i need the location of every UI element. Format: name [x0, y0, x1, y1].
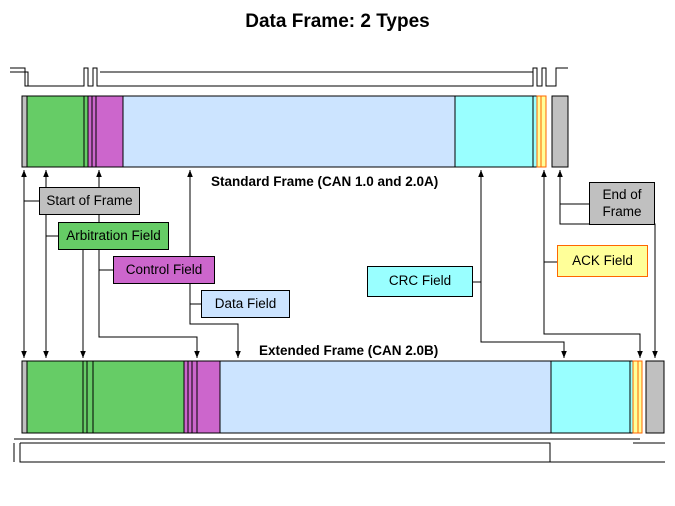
std-ack-slot-segment	[536, 95, 542, 168]
ext-srr-bit-segment	[82, 360, 88, 434]
standard-timing-outline	[10, 67, 568, 87]
ext-extended-id-segment	[92, 360, 185, 434]
ext-rtr-bit-segment	[183, 360, 189, 434]
control-field-label: Control Field	[113, 256, 215, 284]
ext-ide-bit-segment	[86, 360, 94, 434]
ext-data-segment	[219, 360, 552, 434]
std-rtr-bit-segment	[83, 95, 89, 168]
std-control-bit-1	[87, 95, 93, 168]
arbitration-field-label: Arbitration Field	[58, 222, 169, 250]
ext-crc-segment	[550, 360, 631, 434]
extended-timing-outline	[13, 438, 665, 463]
ext-end-of-frame-segment	[645, 360, 665, 434]
end-of-frame-label: End of Frame	[589, 182, 655, 225]
std-crc-segment	[454, 95, 534, 168]
ext-start-of-frame-segment	[21, 360, 28, 434]
ext-control-bit-2	[191, 360, 198, 434]
data-field-label: Data Field	[201, 290, 290, 318]
standard-frame-caption: Standard Frame (CAN 1.0 and 2.0A)	[211, 174, 439, 189]
std-end-of-frame-segment	[551, 95, 569, 168]
extended-frame-bar	[21, 360, 665, 434]
std-start-of-frame-segment	[21, 95, 28, 168]
std-ack-delimiter-segment	[540, 95, 547, 168]
ext-control-segment	[196, 360, 221, 434]
crc-field-label: CRC Field	[367, 266, 473, 297]
start-of-frame-label: Start of Frame	[39, 187, 140, 215]
ext-base-id-segment	[26, 360, 84, 434]
standard-frame-bar	[21, 95, 569, 168]
ack-field-label: ACK Field	[557, 245, 648, 277]
ext-control-bit-1	[187, 360, 193, 434]
page-title: Data Frame: 2 Types	[245, 11, 430, 32]
extended-frame-caption: Extended Frame (CAN 2.0B)	[259, 343, 439, 358]
std-control-segment	[95, 95, 124, 168]
std-crc-delimiter-segment	[532, 95, 538, 168]
ext-ack-slot-segment	[632, 360, 639, 434]
ext-ack-delimiter-segment	[637, 360, 643, 434]
std-arbitration-segment	[26, 95, 85, 168]
std-data-segment	[122, 95, 456, 168]
std-control-bit-2	[91, 95, 97, 168]
